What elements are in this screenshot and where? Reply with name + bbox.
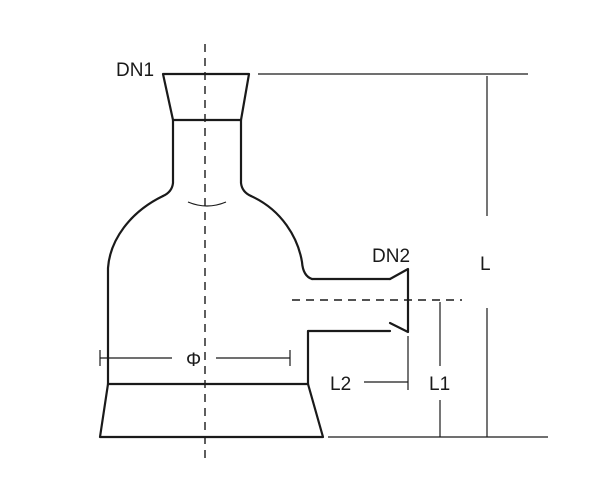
top-flange (161, 72, 251, 122)
label-diameter: Φ (186, 350, 201, 371)
label-l: L (480, 254, 491, 275)
neck-arc-mark (187, 201, 227, 207)
flask-base (98, 382, 325, 439)
flask-body-right (249, 194, 314, 281)
flask-neck-right (239, 118, 253, 198)
label-l2: L2 (330, 374, 351, 395)
label-dn2: DN2 (372, 246, 410, 267)
label-dn1: DN1 (116, 60, 154, 81)
flask-body-left (106, 194, 165, 386)
flask-neck-left (161, 118, 175, 198)
side-arm (306, 277, 392, 386)
label-l1: L1 (429, 374, 450, 395)
